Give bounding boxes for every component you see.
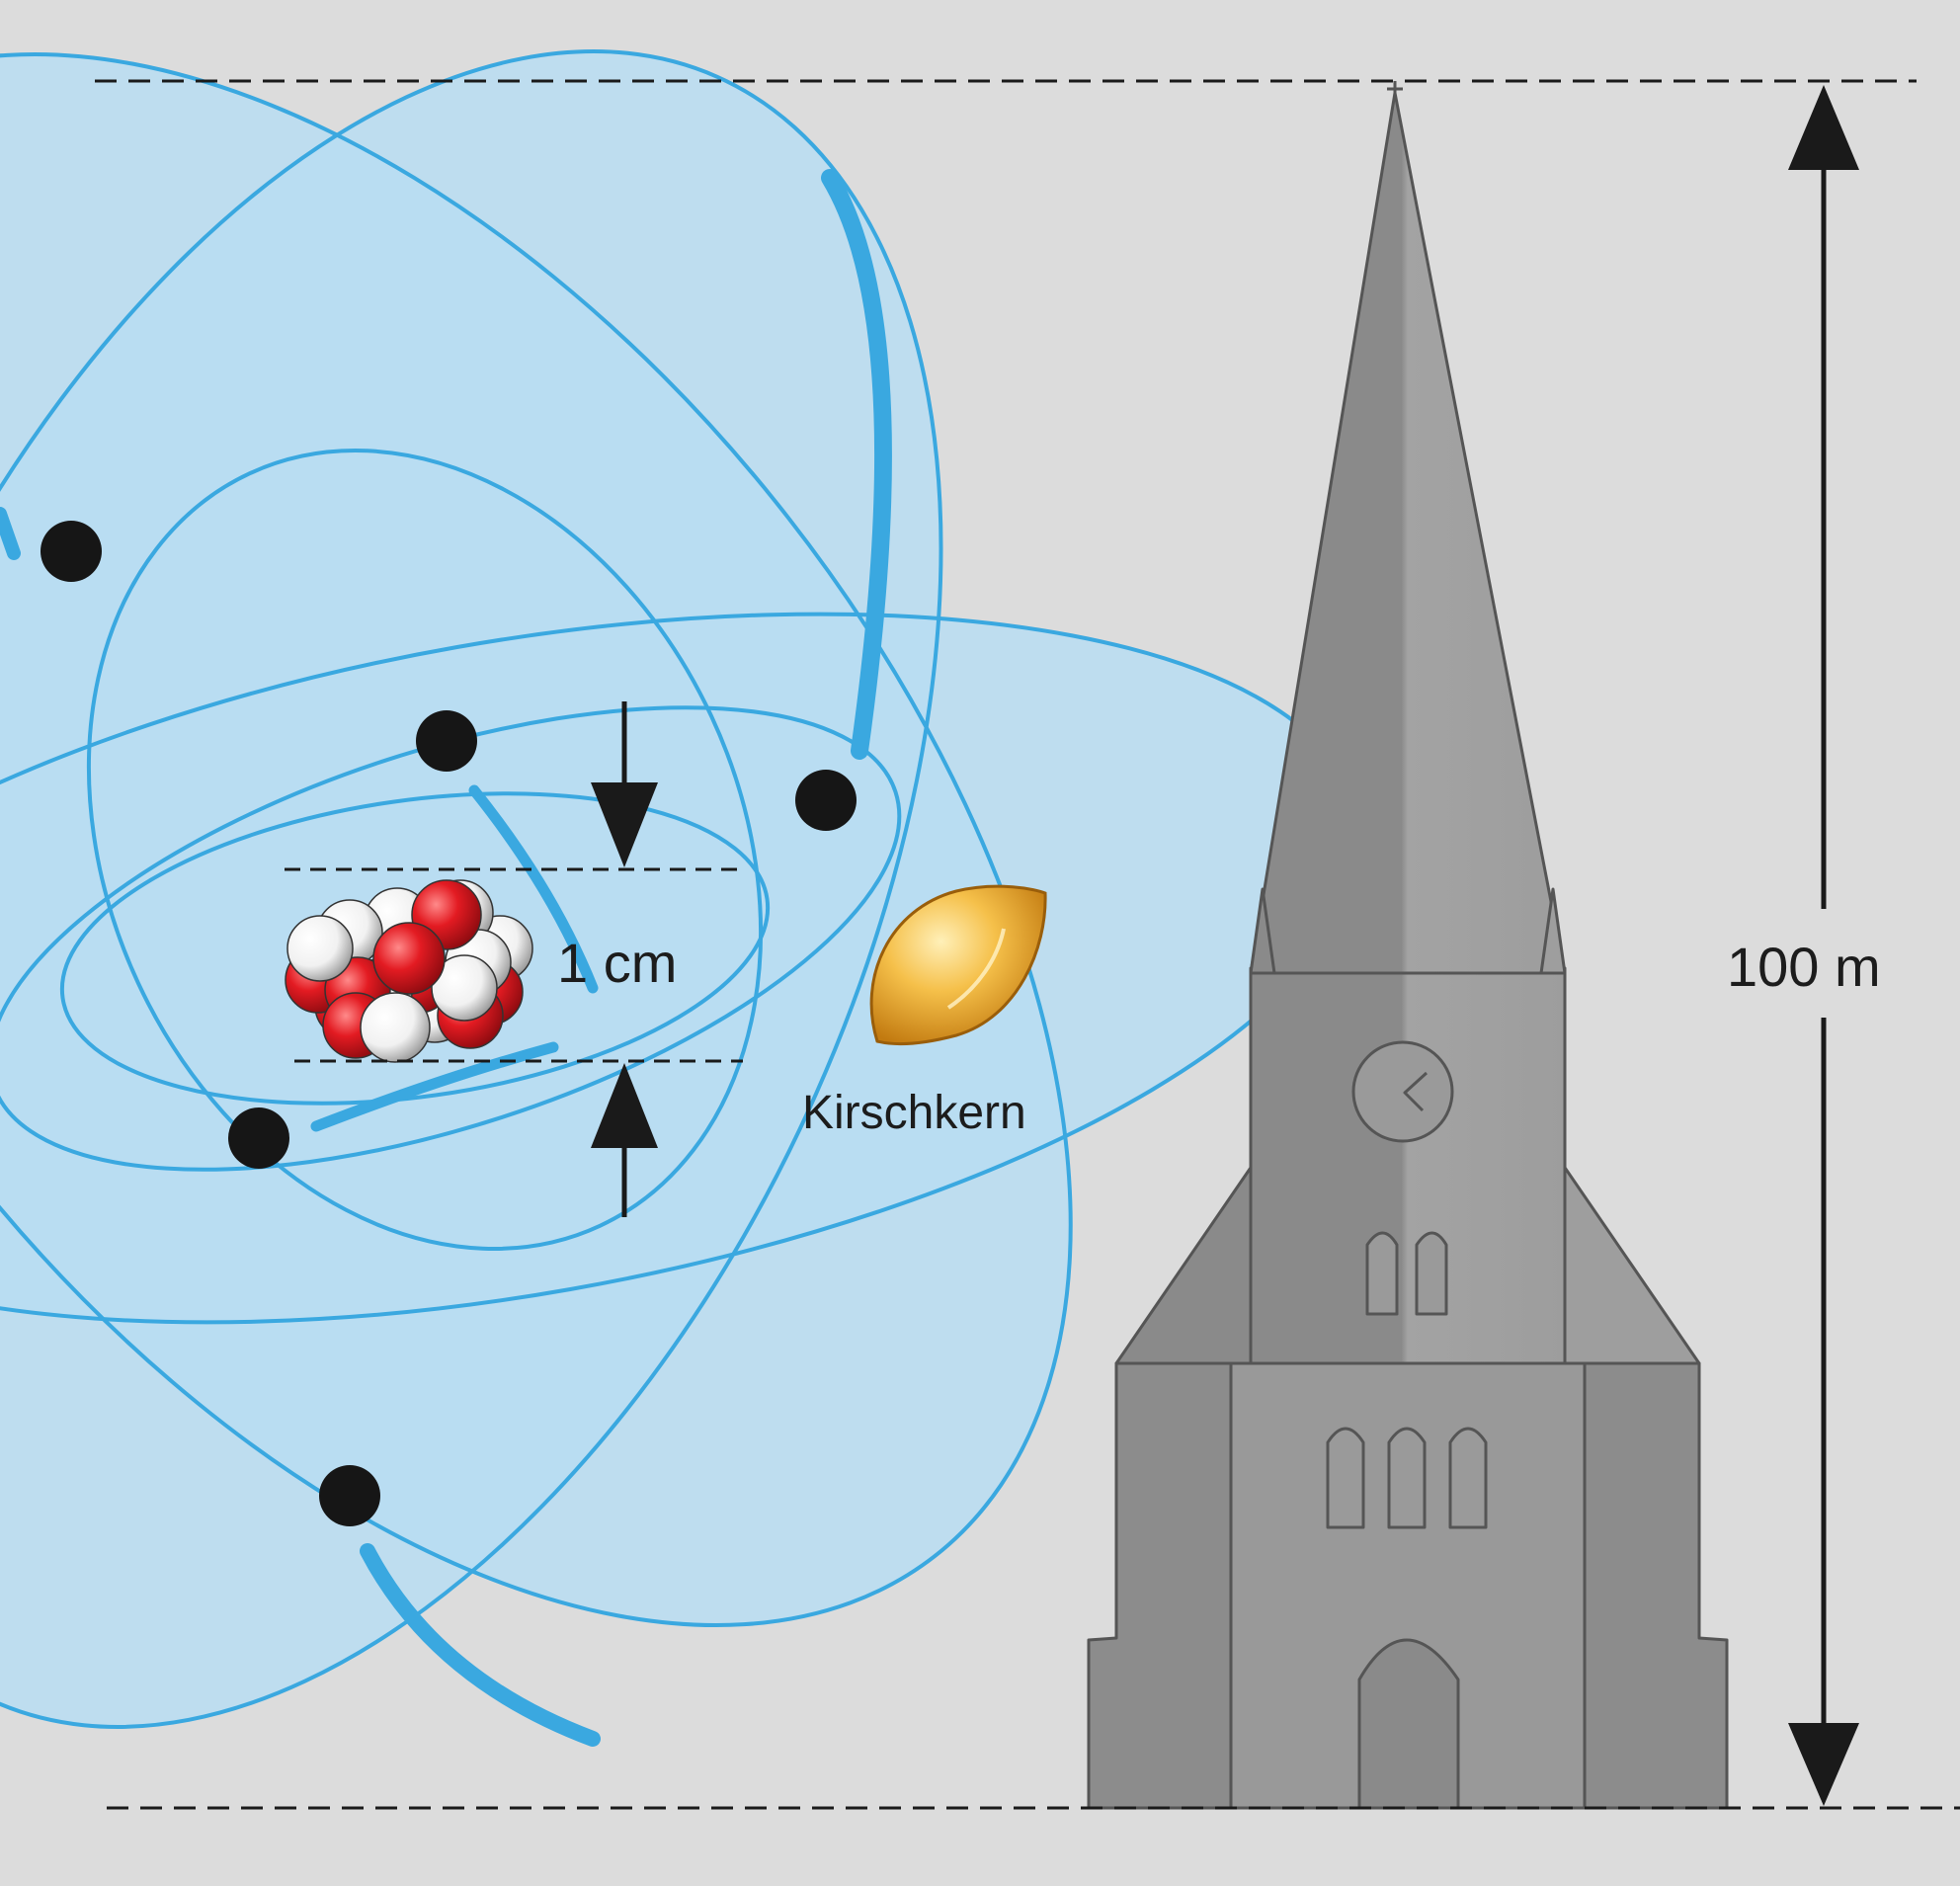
electron bbox=[319, 1465, 380, 1526]
nucleus-size-label: 1 cm bbox=[557, 932, 677, 994]
dimension-arrow-icon bbox=[1788, 1723, 1859, 1806]
electron bbox=[41, 521, 102, 582]
nucleus-icon bbox=[285, 879, 533, 1063]
dimension-arrow-icon bbox=[591, 782, 658, 1148]
electrons bbox=[41, 521, 857, 1526]
electron bbox=[416, 710, 477, 772]
church-tower-icon bbox=[1087, 81, 1729, 1810]
electron bbox=[795, 770, 857, 831]
cherry-pit-label: Kirschkern bbox=[802, 1087, 1026, 1139]
electron bbox=[228, 1107, 289, 1169]
tower-height-label: 100 m bbox=[1727, 936, 1881, 998]
orbit-highlights bbox=[0, 169, 892, 1747]
dimension-arrow-icon bbox=[1788, 85, 1859, 170]
height-dimension bbox=[1788, 85, 1859, 1806]
cherry-pit-icon bbox=[869, 884, 1047, 1045]
reference-lines bbox=[95, 79, 1960, 1810]
